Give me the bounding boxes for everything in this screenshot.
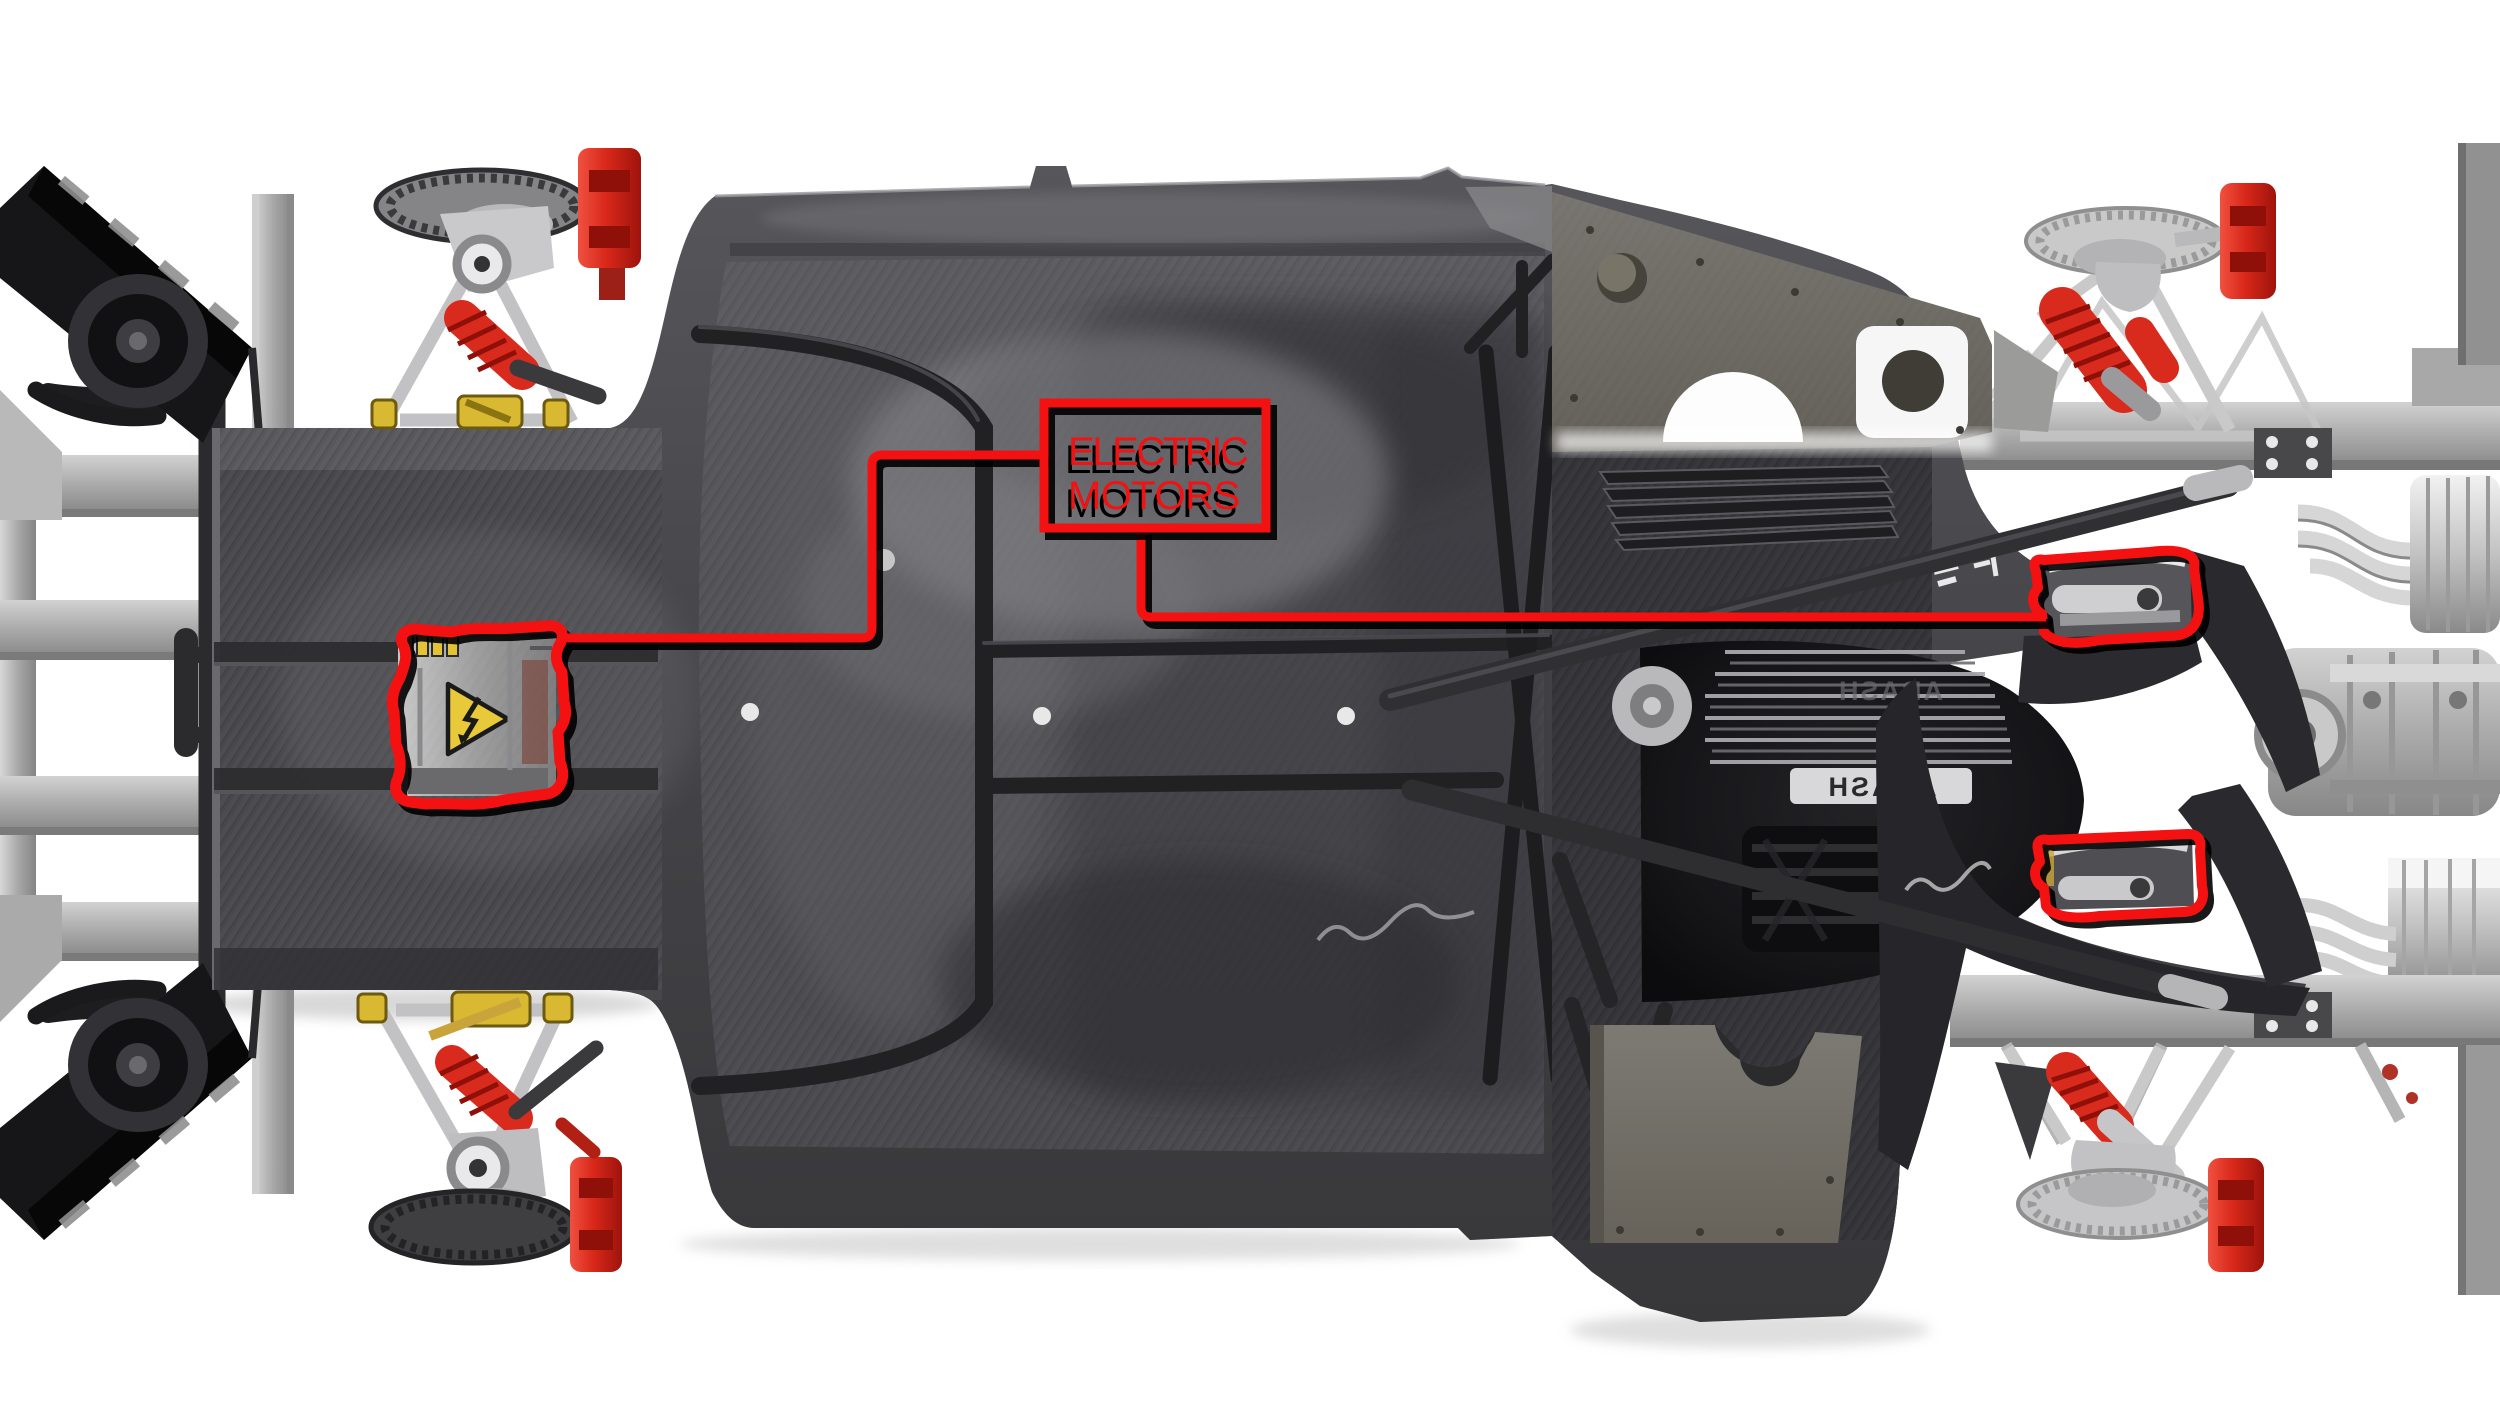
svg-text:ELECTRIC: ELECTRIC (1068, 430, 1248, 474)
svg-text:MOTORS: MOTORS (1065, 482, 1237, 526)
svg-text:ARASH: ARASH (1837, 676, 1943, 706)
svg-text:ELECTRIC: ELECTRIC (1065, 438, 1245, 482)
svg-text:MOTORS: MOTORS (1068, 474, 1240, 518)
